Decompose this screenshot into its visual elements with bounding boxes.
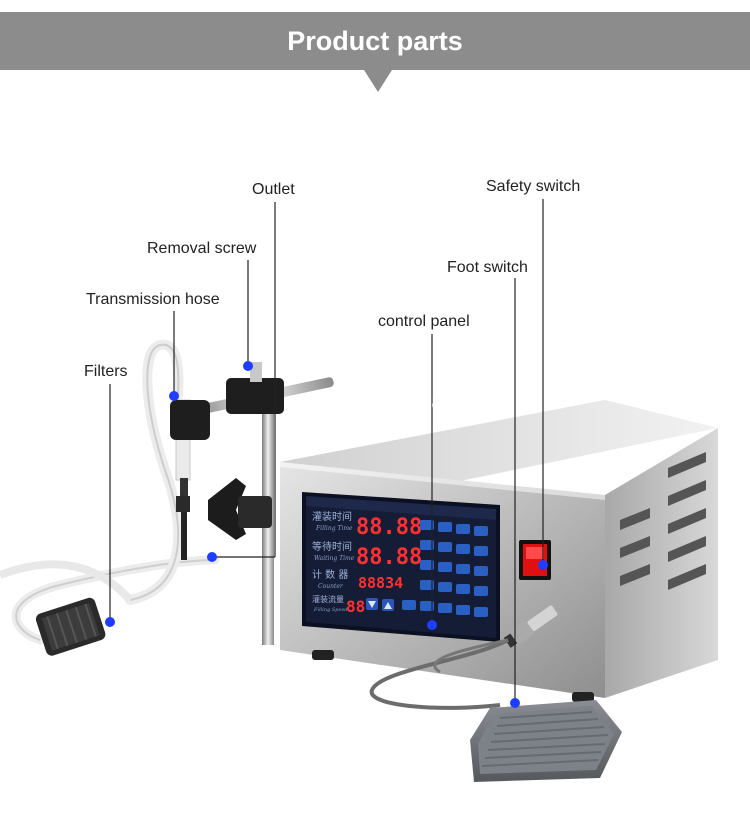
outlet-label: Outlet [252,181,295,198]
panel-row-cn: 灌装流量 [312,594,344,604]
panel-row-counter: 计 数 器 Counter 88834 [312,568,403,592]
watermark: shenjiaaokeji [372,388,503,415]
panel-row-display: 88834 [358,574,403,592]
transmission-hose-label: Transmission hose [86,291,220,308]
filter [35,597,106,656]
banner-pointer [364,70,392,92]
control-panel-label: control panel [378,313,470,330]
transmission-hose-marker [169,391,179,401]
panel-row-display: 88 [346,597,365,616]
panel-row-display: 88.88 [356,515,422,540]
panel-row-cn: 等待时间 [312,540,352,553]
control-panel-marker [427,620,437,630]
panel-row-cn: 灌装时间 [312,510,352,523]
panel-row-display: 88.88 [356,545,422,570]
safety-switch-label: Safety switch [486,178,581,195]
panel-row-en: Filling Speed [313,607,348,613]
panel-row-cn: 计 数 器 [312,568,348,581]
filters-marker [105,617,115,627]
outlet-marker [207,552,217,562]
machine-top [280,400,718,495]
panel-row-en: Counter [318,583,344,590]
removal-screw-label: Removal screw [147,240,257,257]
foot-switch-marker [510,698,520,708]
panel-row-waiting-time: 等待时间 Waiting Time 88.88 [312,540,422,570]
panel-row-filling-time: 灌装时间 Filling Time 88.88 [312,510,422,540]
header-banner: Product parts [0,12,750,70]
panel-row-en: Filling Time [315,525,353,532]
foot-switch-pedal [470,700,622,782]
removal-screw-marker [243,361,253,371]
keypad [402,520,488,617]
safety-switch-marker [538,560,548,570]
machine-side [605,428,718,698]
filters-label: Filters [84,363,128,380]
foot-switch-label: Foot switch [447,259,528,276]
banner-title: Product parts [287,26,463,56]
panel-row-filling-speed: 灌装流量 Filling Speed 88 [312,594,365,616]
panel-row-en: Waiting Time [314,555,355,562]
